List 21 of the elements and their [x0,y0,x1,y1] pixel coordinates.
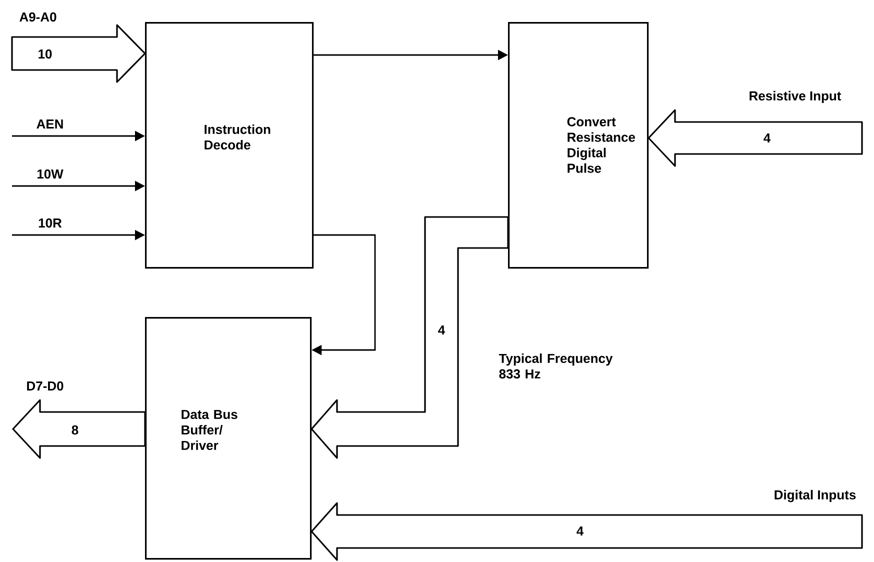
bus-arrow [12,399,146,459]
edge-label: AEN [35,118,65,130]
edge-label: 8 [70,424,80,436]
bus-arrow [648,109,863,167]
edge-label: 10W [36,168,64,180]
edge-label: 4 [575,526,585,536]
edge-label: 4 [436,324,446,336]
process-box: Instruction Decode [145,22,314,269]
process-box: Convert Resistance Digital Pulse [508,22,649,269]
bus-arrow [11,24,146,83]
bus-arrow [310,502,863,561]
edge-label: 10R [37,217,63,229]
process-box: Data Bus Buffer/ Driver [145,317,312,560]
edge-label: 4 [762,132,772,144]
text-label: Resistive Input [750,90,842,104]
text-label: A9-A0 [20,12,56,22]
bus-arrow [310,216,509,459]
text-label: Digital Inputs [774,490,856,502]
text-label: Typical Frequency 833 Hz [498,353,613,379]
text-label: D7-D0 [27,381,64,391]
edge-label: 10 [36,48,54,60]
